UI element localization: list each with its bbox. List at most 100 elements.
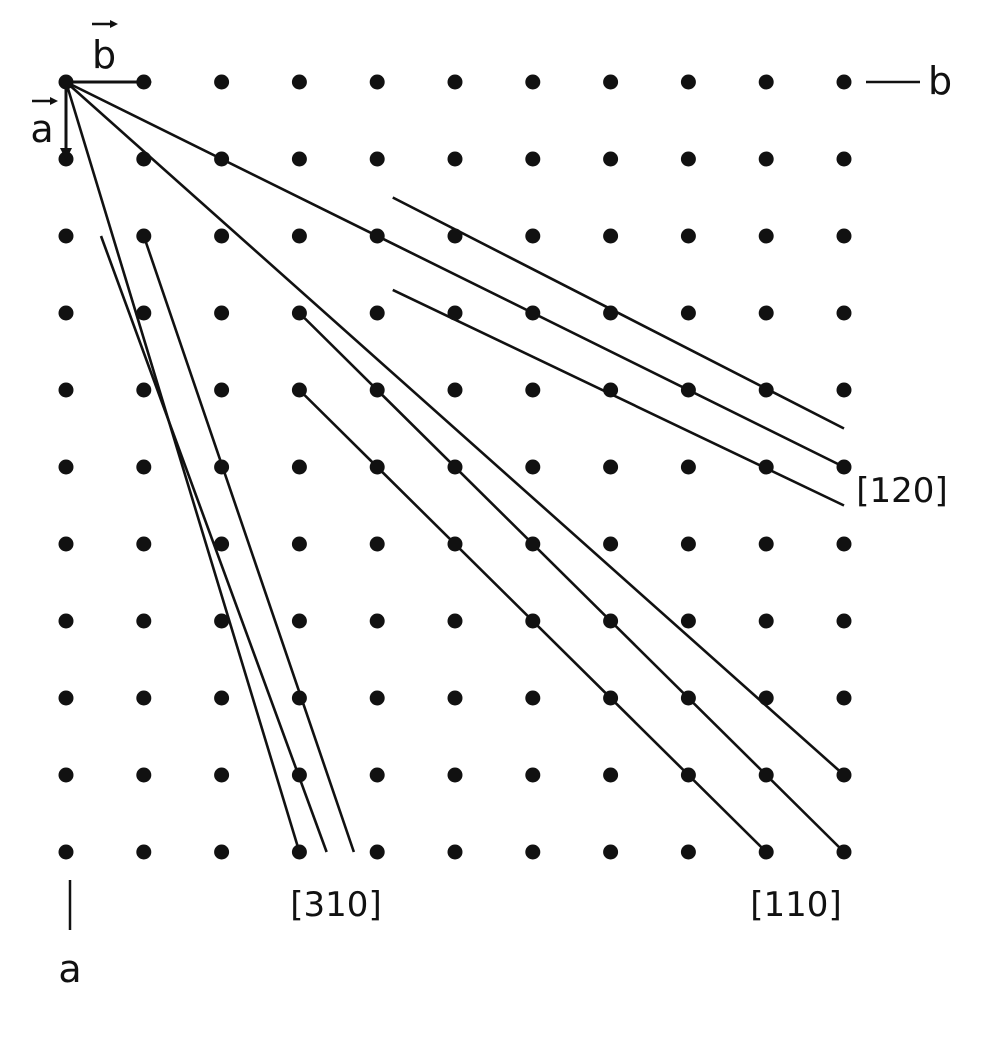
lattice-point — [58, 459, 74, 475]
lattice-point — [836, 690, 852, 706]
lattice-point — [447, 74, 463, 90]
lattice-point — [291, 382, 307, 398]
lattice-point — [758, 767, 774, 783]
lattice-point — [58, 228, 74, 244]
lattice-point — [836, 613, 852, 629]
lattice-point — [447, 613, 463, 629]
lattice-point — [369, 151, 385, 167]
lattice-point — [680, 74, 696, 90]
lattice-point — [136, 767, 152, 783]
lattice-point — [291, 690, 307, 706]
direction-label-120: [120] — [856, 471, 947, 511]
lattice-point — [525, 690, 541, 706]
lattice-point — [680, 459, 696, 475]
lattice-point — [525, 74, 541, 90]
lattice-point — [836, 459, 852, 475]
lattice-point — [369, 459, 385, 475]
lattice-point — [58, 382, 74, 398]
lattice-point — [758, 844, 774, 860]
lattice-point — [214, 228, 230, 244]
lattice-point — [836, 536, 852, 552]
lattice-point — [214, 151, 230, 167]
lattice-point — [291, 536, 307, 552]
lattice-point — [291, 459, 307, 475]
lattice-point — [603, 767, 619, 783]
lattice-point — [214, 767, 230, 783]
vector-b-arrow — [66, 76, 152, 88]
lattice-point — [836, 151, 852, 167]
lattice-point — [214, 536, 230, 552]
lattice-point — [447, 459, 463, 475]
lattice-point — [369, 305, 385, 321]
lattice-point — [214, 690, 230, 706]
lattice-point — [214, 613, 230, 629]
lattice-point — [603, 228, 619, 244]
direction-line-310 — [64, 81, 301, 853]
lattice-point — [758, 536, 774, 552]
lattice-point — [680, 536, 696, 552]
vector-a-text: a — [30, 107, 53, 151]
lattice-point — [525, 228, 541, 244]
lattice-point — [291, 305, 307, 321]
lattice-point — [214, 305, 230, 321]
lattice-point — [58, 690, 74, 706]
lattice-point — [136, 536, 152, 552]
lattice-point — [603, 690, 619, 706]
lattice-point — [758, 690, 774, 706]
lattice-point — [758, 305, 774, 321]
axis-a-label: a — [58, 947, 81, 991]
lattice-point — [136, 305, 152, 321]
vector-b-label: b — [92, 20, 118, 77]
lattice-point — [680, 844, 696, 860]
lattice-point — [836, 382, 852, 398]
lattice-point — [136, 459, 152, 475]
lattice-point — [525, 844, 541, 860]
lattice-point — [447, 305, 463, 321]
lattice-point — [525, 767, 541, 783]
axis-a: a — [58, 880, 82, 991]
lattice-point — [136, 228, 152, 244]
lattice-point — [291, 151, 307, 167]
lattice-point — [447, 844, 463, 860]
lattice-point — [603, 844, 619, 860]
vector-a-label: a — [30, 97, 58, 151]
lattice-point — [525, 151, 541, 167]
axis-b-label: b — [928, 59, 952, 103]
lattice-point — [447, 382, 463, 398]
lattice-point — [447, 151, 463, 167]
lattice-point — [603, 151, 619, 167]
lattice-point — [369, 536, 385, 552]
lattice-point — [214, 459, 230, 475]
direction-line-120 — [65, 80, 845, 469]
lattice-point — [291, 613, 307, 629]
direction-line-310 — [142, 235, 356, 853]
lattice-point — [447, 690, 463, 706]
lattice-point — [369, 228, 385, 244]
lattice-point — [680, 305, 696, 321]
lattice-point — [836, 305, 852, 321]
lattice-point — [214, 844, 230, 860]
direction-label-310: [310] — [290, 885, 381, 925]
lattice-point — [447, 228, 463, 244]
vector-a-arrow — [60, 82, 72, 160]
lattice-point — [291, 74, 307, 90]
lattice-point — [291, 844, 307, 860]
lattice-point — [58, 305, 74, 321]
lattice-point — [758, 459, 774, 475]
lattice-point — [836, 844, 852, 860]
lattice-point — [525, 305, 541, 321]
lattice-point — [836, 74, 852, 90]
lattice-point — [58, 844, 74, 860]
lattice-point — [603, 536, 619, 552]
lattice-point — [58, 613, 74, 629]
direction-line-310 — [99, 235, 328, 853]
lattice-point — [136, 690, 152, 706]
lattice-point — [680, 151, 696, 167]
lattice-point — [603, 382, 619, 398]
lattice-point — [525, 613, 541, 629]
lattice-point — [291, 767, 307, 783]
direction-line-110 — [298, 312, 845, 853]
lattice-point — [136, 844, 152, 860]
lattice-point — [369, 844, 385, 860]
